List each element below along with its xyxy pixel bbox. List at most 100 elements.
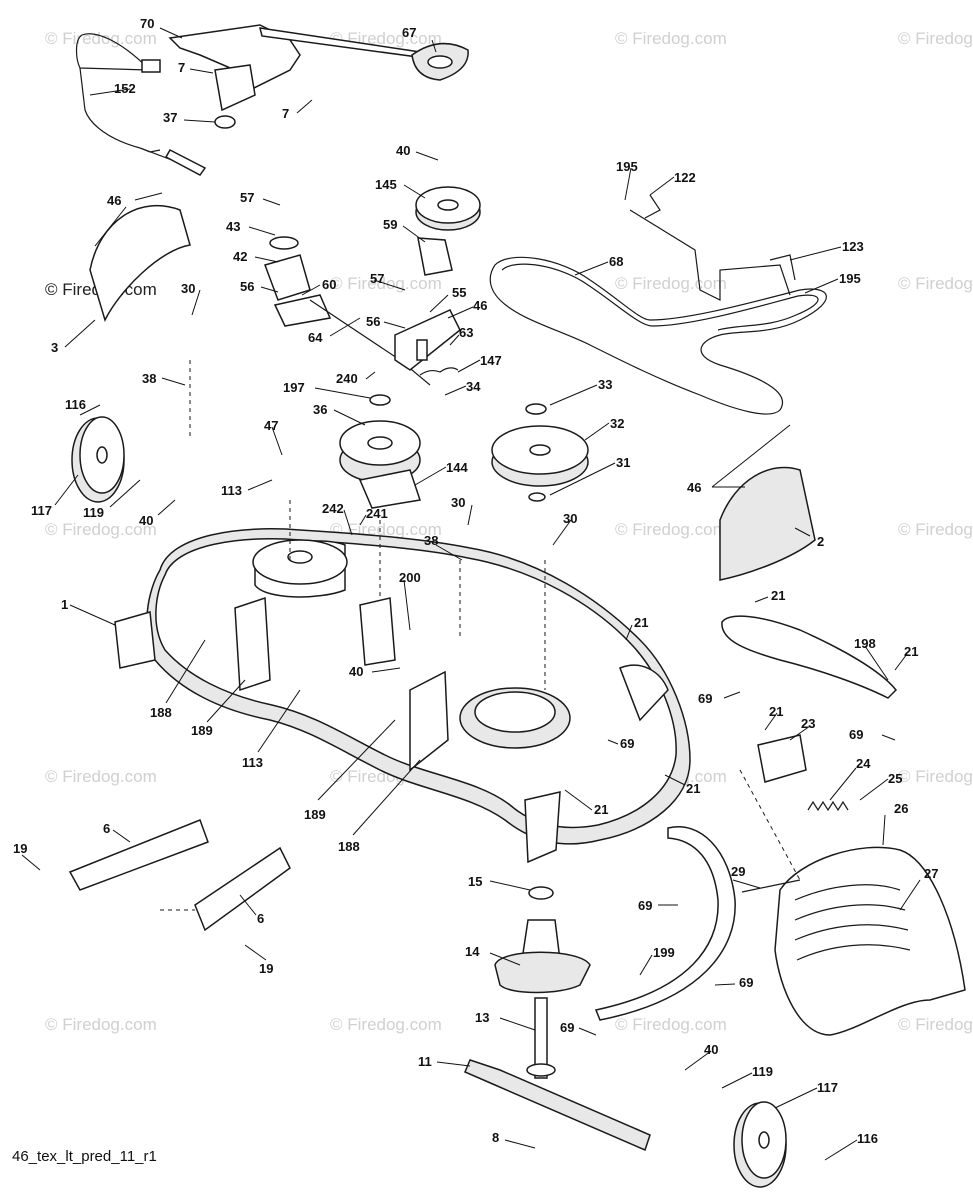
- callout-40: 40: [139, 513, 153, 528]
- callout-30: 30: [181, 281, 195, 296]
- callout-42: 42: [233, 249, 247, 264]
- callout-46: 46: [107, 193, 121, 208]
- spring-part: [807, 800, 849, 812]
- deck-bracket-part: [68, 819, 209, 891]
- callout-43: 43: [226, 219, 240, 234]
- spindle-pulley-part: [491, 403, 589, 502]
- callout-56: 56: [366, 314, 380, 329]
- callout-21: 21: [686, 781, 700, 796]
- callout-195: 195: [839, 271, 861, 286]
- callout-57: 57: [370, 271, 384, 286]
- callout-152: 152: [114, 81, 136, 96]
- callout-70: 70: [140, 16, 154, 31]
- callout-69: 69: [638, 898, 652, 913]
- leader-lines: [21, 27, 921, 1161]
- callout-30: 30: [563, 511, 577, 526]
- callout-69: 69: [560, 1020, 574, 1035]
- watermark-text: © Firedog.com: [615, 29, 727, 48]
- callout-119: 119: [752, 1064, 773, 1079]
- callout-69: 69: [620, 736, 634, 751]
- callout-145: 145: [375, 177, 397, 192]
- callout-40: 40: [396, 143, 410, 158]
- callout-117: 117: [31, 503, 52, 518]
- watermark-text: © Firedog.com: [898, 767, 973, 786]
- callout-144: 144: [446, 460, 468, 475]
- callout-195: 195: [616, 159, 638, 174]
- gauge-wheel-part: [733, 1101, 787, 1188]
- callout-30: 30: [451, 495, 465, 510]
- watermark-text: © Firedog.com: [615, 1015, 727, 1034]
- callout-197: 197: [283, 380, 305, 395]
- callout-37: 37: [163, 110, 177, 125]
- callout-26: 26: [894, 801, 908, 816]
- callout-64: 64: [308, 330, 323, 345]
- callout-19: 19: [13, 841, 27, 856]
- gauge-wheel-part: [71, 416, 125, 503]
- callout-122: 122: [674, 170, 696, 185]
- callout-13: 13: [475, 1010, 489, 1025]
- callout-69: 69: [739, 975, 753, 990]
- callout-38: 38: [142, 371, 156, 386]
- callout-60: 60: [322, 277, 336, 292]
- callout-123: 123: [842, 239, 864, 254]
- watermark-text: © Firedog.com: [615, 274, 727, 293]
- callout-40: 40: [704, 1042, 718, 1057]
- callout-188: 188: [338, 839, 360, 854]
- callout-69: 69: [849, 727, 863, 742]
- callout-11: 11: [418, 1054, 432, 1069]
- callout-21: 21: [634, 615, 648, 630]
- callout-113: 113: [242, 755, 263, 770]
- callout-200: 200: [399, 570, 421, 585]
- belt-keeper-part: [629, 209, 791, 301]
- callout-240: 240: [336, 371, 358, 386]
- callout-21: 21: [594, 802, 608, 817]
- mower-blade-part: [464, 1059, 651, 1152]
- callout-69: 69: [698, 691, 712, 706]
- callout-32: 32: [610, 416, 624, 431]
- diagram-code: 46_tex_lt_pred_11_r1: [12, 1148, 157, 1165]
- callout-33: 33: [598, 377, 612, 392]
- callout-25: 25: [888, 771, 902, 786]
- callout-38: 38: [424, 533, 438, 548]
- callout-7: 7: [282, 106, 289, 121]
- callout-55: 55: [452, 285, 466, 300]
- callout-6: 6: [257, 911, 264, 926]
- deck-drawing: [68, 24, 966, 1188]
- callout-34: 34: [466, 379, 481, 394]
- callout-147: 147: [480, 353, 502, 368]
- callout-1: 1: [61, 597, 68, 612]
- idler-pulley-part: [415, 186, 481, 276]
- baffle-part: [721, 615, 898, 699]
- callout-59: 59: [383, 217, 397, 232]
- lift-linkage-part: [75, 24, 469, 176]
- callout-116: 116: [857, 1131, 878, 1146]
- callout-3: 3: [51, 340, 58, 355]
- callout-15: 15: [468, 874, 482, 889]
- callout-189: 189: [191, 723, 213, 738]
- callout-2: 2: [817, 534, 824, 549]
- callout-68: 68: [609, 254, 623, 269]
- callout-29: 29: [731, 864, 745, 879]
- callout-46: 46: [473, 298, 487, 313]
- drive-pulley-part: [339, 394, 421, 509]
- callout-7: 7: [178, 60, 185, 75]
- watermark-text: © Firedog.com: [898, 1015, 973, 1034]
- callout-31: 31: [616, 455, 630, 470]
- callout-14: 14: [465, 944, 480, 959]
- callout-21: 21: [771, 588, 785, 603]
- callout-189: 189: [304, 807, 326, 822]
- callout-40: 40: [349, 664, 363, 679]
- callout-57: 57: [240, 190, 254, 205]
- watermark-text: © Firedog.com: [45, 29, 157, 48]
- watermark-text: © Firedog.com: [898, 274, 973, 293]
- callout-241: 241: [366, 506, 388, 521]
- watermark-text: © Firedog.com: [330, 1015, 442, 1034]
- mulch-baffle-part: [594, 826, 736, 1021]
- deck-bracket-part: [194, 846, 291, 932]
- callout-113: 113: [221, 483, 242, 498]
- callout-6: 6: [103, 821, 110, 836]
- deflector-shield-part: [89, 205, 191, 323]
- watermark-text: © Firedog.com: [45, 767, 157, 786]
- callout-242: 242: [322, 501, 344, 516]
